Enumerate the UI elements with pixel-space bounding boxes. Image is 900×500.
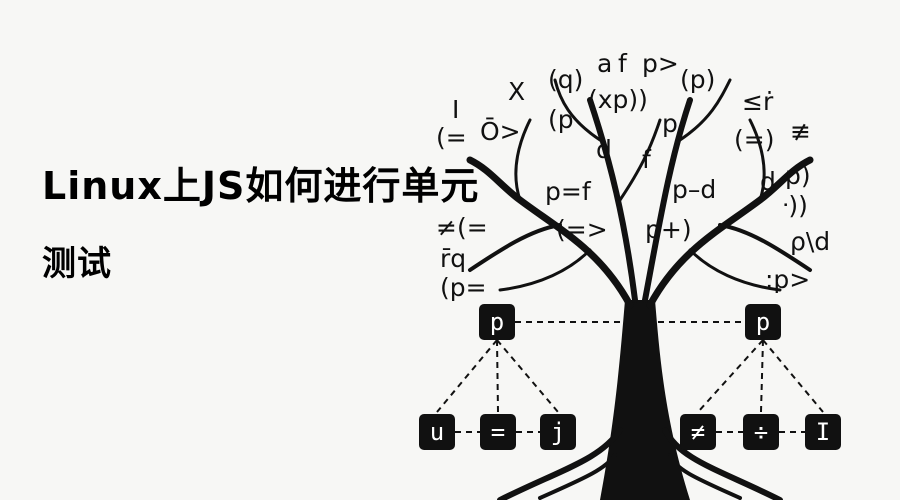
child-node-left: j — [540, 414, 576, 450]
canopy-glyph: f — [618, 49, 628, 78]
child-node-left: = — [480, 414, 516, 450]
node-label: ÷ — [754, 418, 768, 446]
node-label: ≠ — [691, 418, 705, 446]
node-label: j — [551, 418, 565, 446]
canopy-glyph: p) — [785, 161, 811, 190]
canopy-glyph: d — [760, 167, 776, 196]
canopy-glyph: ≢ — [790, 117, 811, 146]
node-box — [479, 304, 515, 340]
node-label: p — [490, 308, 504, 336]
tree-trunk-and-branches — [466, 78, 814, 500]
node-label: = — [491, 418, 505, 446]
canopy-glyph: ᐧ)) — [782, 191, 808, 220]
parent-node-left: p — [479, 304, 515, 340]
canopy-glyph: p–d — [672, 175, 716, 204]
canopy-glyph: ≤ṙ — [742, 87, 774, 116]
canopy-glyph: p> — [642, 49, 679, 78]
canopy-glyph: (=> — [556, 215, 608, 244]
canopy-glyph: (=) — [734, 125, 774, 154]
canopy-glyph: p+) — [645, 215, 692, 244]
canopy-glyph: (p= — [440, 273, 487, 302]
connector-lines — [436, 321, 824, 433]
canopy-glyph: p=f — [545, 177, 592, 206]
canopy-glyph: p — [662, 109, 678, 138]
canopy-glyph: :p> — [765, 265, 810, 294]
node-label: p — [756, 308, 770, 336]
node-box — [480, 414, 516, 450]
canopy-glyph: r̄q — [440, 244, 466, 273]
node-label: I — [816, 418, 830, 446]
canopy-glyph: (p) — [680, 65, 715, 94]
parent-node-right: p — [745, 304, 781, 340]
canopy-glyph: a — [597, 49, 612, 78]
page-title-line-2: 测试 — [42, 244, 112, 284]
canopy-glyph: ≠(= — [436, 213, 488, 242]
node-box — [745, 304, 781, 340]
child-node-left: u — [419, 414, 455, 450]
canopy-glyph: ρ\d — [790, 227, 830, 256]
canopy-glyph: (p — [548, 105, 574, 134]
canopy-glyph: f — [642, 145, 652, 174]
node-box — [805, 414, 841, 450]
canopy-glyph: Ō> — [480, 117, 521, 146]
page-title-line-1: Linux上JS如何进行单元 — [42, 164, 480, 208]
node-box — [419, 414, 455, 450]
node-box — [743, 414, 779, 450]
node-box — [540, 414, 576, 450]
child-node-right: I — [805, 414, 841, 450]
canopy-glyph: d — [596, 135, 612, 164]
canopy-glyph: (= — [436, 123, 467, 152]
node-label: u — [430, 418, 444, 446]
child-node-right: ÷ — [743, 414, 779, 450]
canopy-glyph: (xp)) — [588, 85, 648, 114]
child-node-right: ≠ — [680, 414, 716, 450]
node-box — [680, 414, 716, 450]
canopy-glyph: X — [508, 77, 525, 106]
canopy-glyph: (q) — [548, 65, 583, 94]
canopy-glyph: I — [452, 95, 459, 124]
